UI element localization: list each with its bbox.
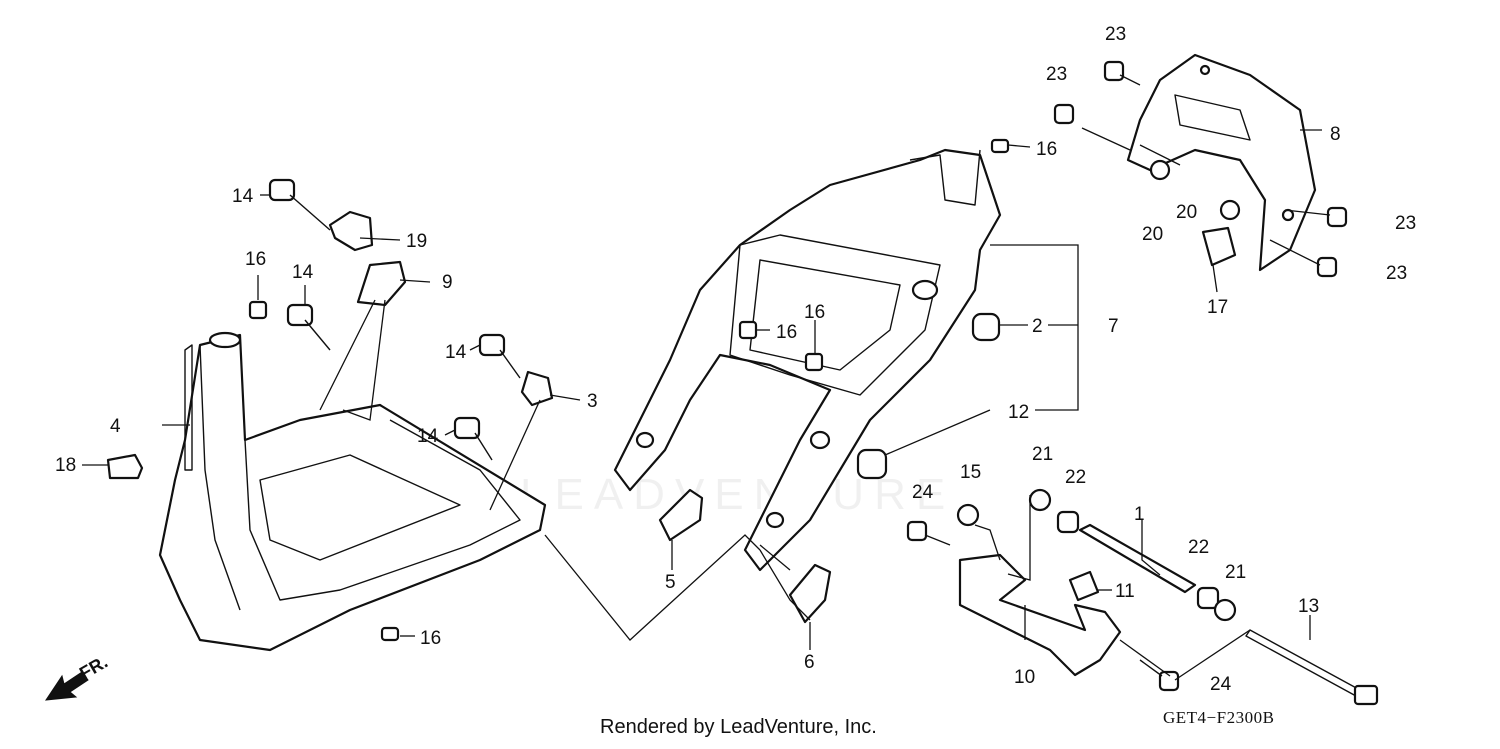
clip: [1201, 226, 1237, 267]
leader-lines: [82, 74, 1331, 681]
callout-1: 1: [1134, 504, 1145, 525]
callout-13: 13: [1298, 596, 1319, 617]
callout-21b: 21: [1225, 562, 1246, 583]
callout-14d: 14: [417, 426, 439, 447]
long-bolt: [1245, 629, 1361, 697]
callout-23c: 23: [1395, 213, 1416, 234]
callout-2: 2: [1032, 316, 1043, 337]
small-bracket: [520, 370, 554, 407]
link-plate-5: [658, 488, 704, 542]
credit-footer: Rendered by LeadVenture, Inc.: [600, 716, 877, 738]
callout-21a: 21: [1032, 444, 1053, 465]
callout-labels: 1 2 3 4 5 6 7 8 9 10 11 12 13 14 14 14 1…: [55, 24, 1416, 695]
link-plate-6: [788, 563, 832, 624]
callout-10: 10: [1014, 667, 1035, 688]
callout-24b: 24: [1210, 674, 1232, 695]
callout-16a: 16: [245, 249, 266, 270]
callout-8: 8: [1330, 124, 1341, 145]
clamp: [328, 210, 374, 252]
bolts: [268, 60, 1348, 692]
shaft: [1078, 523, 1197, 594]
callout-23b: 23: [1046, 64, 1067, 85]
callout-23d: 23: [1386, 263, 1407, 284]
callout-6: 6: [804, 652, 815, 673]
callout-3: 3: [587, 391, 598, 412]
bushing-2: [971, 312, 1001, 342]
callout-22a: 22: [1065, 467, 1086, 488]
bushing-12: [856, 448, 888, 480]
callout-12: 12: [1008, 402, 1029, 423]
callout-14b: 14: [292, 262, 314, 283]
front-direction-arrow: FR.: [44, 652, 111, 701]
reference-code: GET4−F2300B: [1163, 708, 1275, 727]
callout-4: 4: [110, 416, 121, 437]
long-bolt-head: [1353, 684, 1379, 706]
callout-14c: 14: [445, 342, 467, 363]
nuts-washers: [248, 138, 1241, 642]
callout-24a: 24: [912, 482, 934, 503]
callout-20a: 20: [1142, 224, 1163, 245]
callout-20b: 20: [1176, 202, 1197, 223]
callout-15: 15: [960, 462, 981, 483]
callout-7: 7: [1108, 316, 1119, 337]
hanger-bracket: [958, 553, 1122, 677]
callout-17: 17: [1207, 297, 1228, 318]
callout-22b: 22: [1188, 537, 1209, 558]
callout-16d: 16: [1036, 139, 1057, 160]
front-frame: [158, 331, 547, 652]
callout-16e: 16: [420, 628, 441, 649]
callout-11: 11: [1115, 581, 1135, 602]
callout-5: 5: [665, 572, 676, 593]
upper-bracket: [1126, 53, 1317, 272]
collar: [106, 453, 144, 480]
callout-23a: 23: [1105, 24, 1126, 45]
callout-16c: 16: [804, 302, 825, 323]
callout-9: 9: [442, 272, 453, 293]
callout-19: 19: [406, 231, 427, 252]
callout-18: 18: [55, 455, 76, 476]
callout-16b: 16: [776, 322, 797, 343]
plate-bracket: [356, 260, 407, 307]
callout-14a: 14: [232, 186, 254, 207]
